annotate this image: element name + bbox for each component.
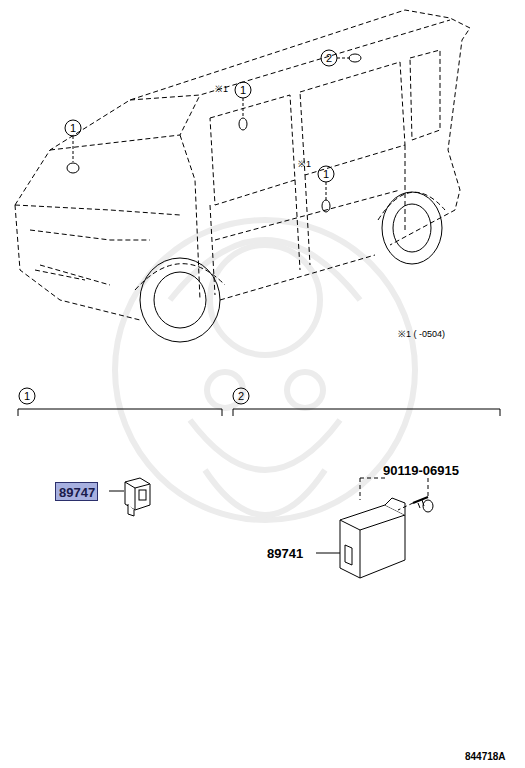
watermark-logo — [115, 220, 415, 520]
note-mark: ※1 — [215, 85, 228, 94]
module-part — [316, 497, 433, 578]
callout-number: 1 — [323, 169, 329, 180]
group-brackets — [18, 388, 500, 416]
callout-number: 1 — [240, 85, 246, 96]
callout-number: 2 — [238, 391, 244, 402]
part-number: 89747 — [59, 486, 94, 499]
note-mark: ※1 — [298, 160, 311, 169]
part-number-highlight: 89747 — [55, 482, 98, 501]
applicability-note: ※1 ( -0504) — [398, 330, 445, 339]
part-number: 89741 — [267, 547, 303, 560]
callout-leaders — [65, 50, 361, 212]
assembly-leaders — [360, 478, 428, 510]
sensor-part — [109, 478, 150, 516]
part-number: 90119-06915 — [383, 464, 459, 477]
callout-number: 1 — [24, 391, 30, 402]
callout-number: 2 — [326, 53, 332, 64]
illustration-code: 844718A — [465, 752, 506, 762]
wheels — [135, 192, 445, 342]
callout-number: 1 — [70, 123, 76, 134]
van-outline — [15, 10, 470, 320]
